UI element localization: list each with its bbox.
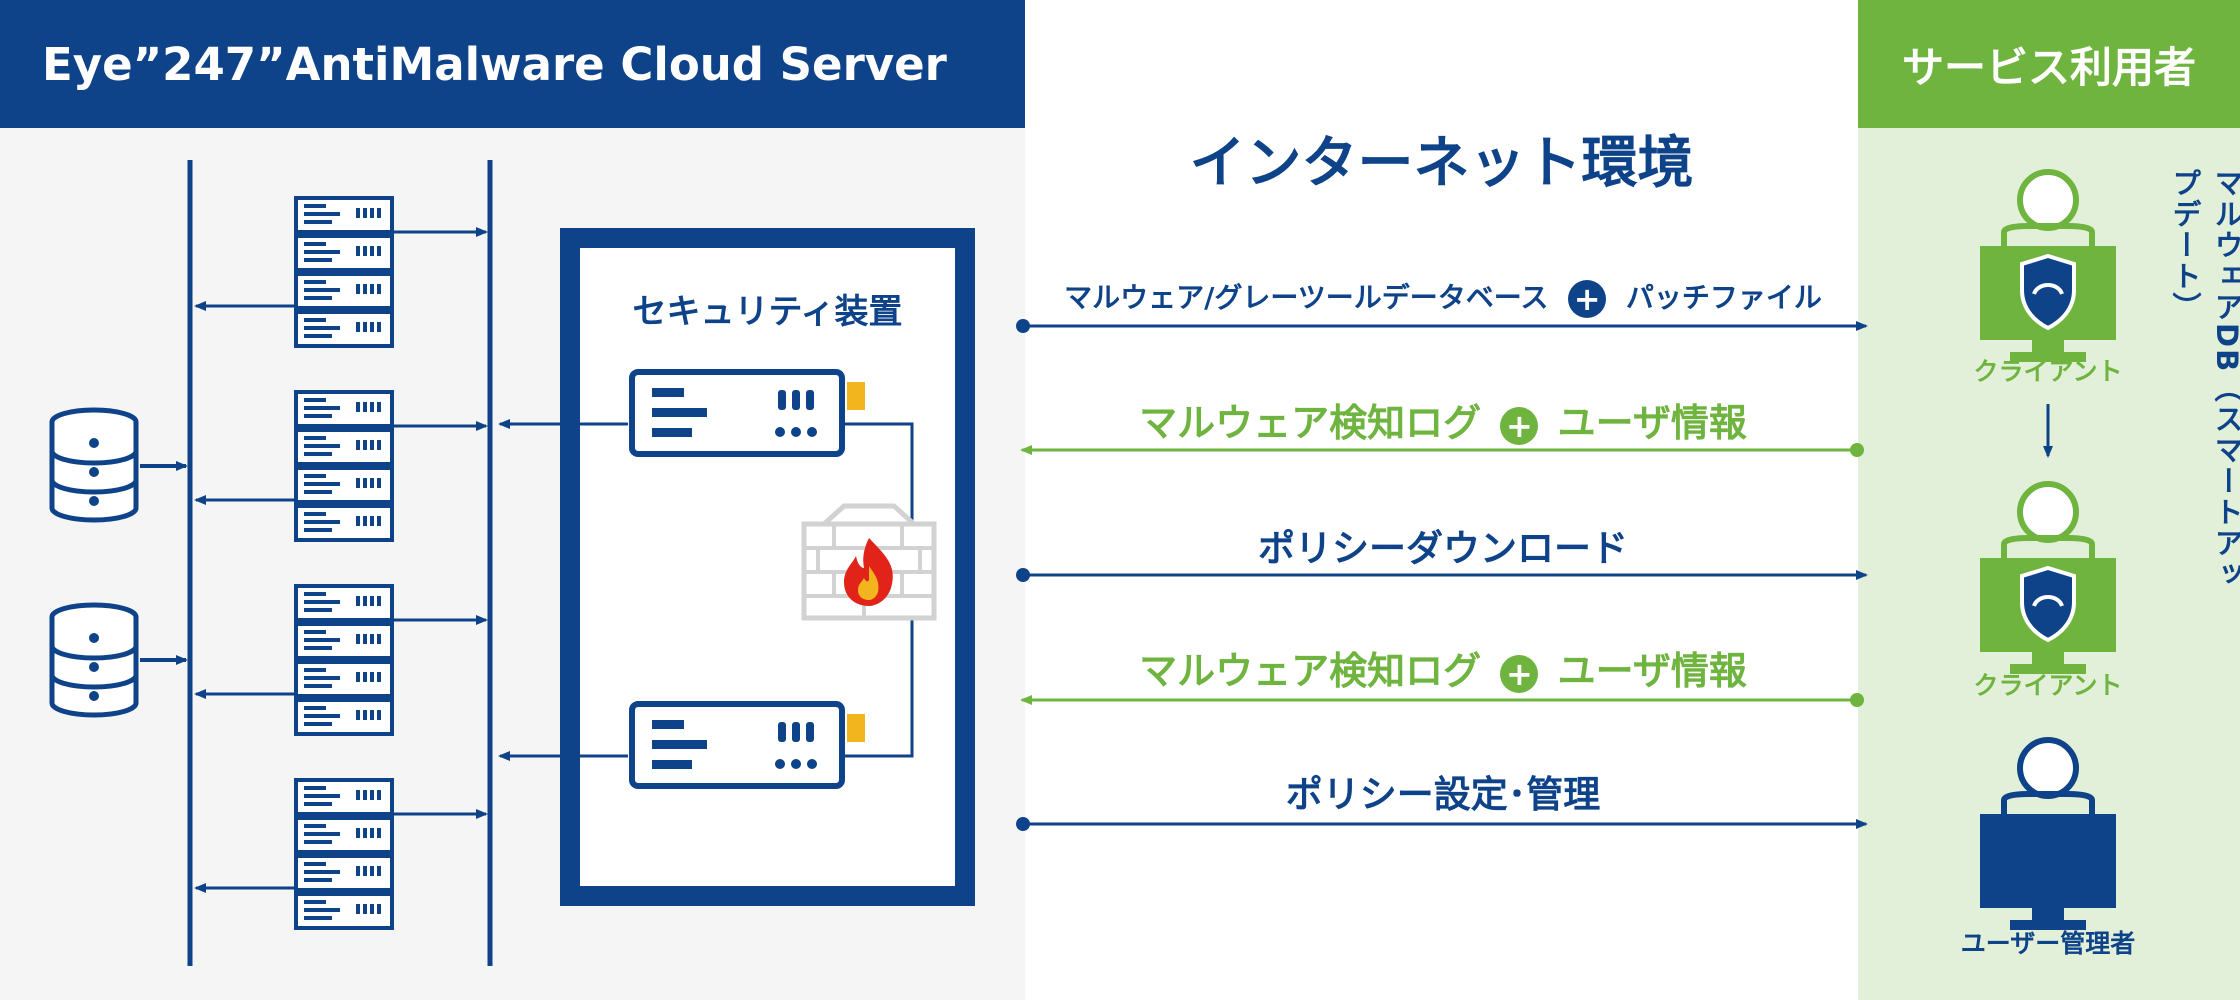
flow-label-part: マルウェア検知ログ <box>1139 649 1482 693</box>
service-user-title: サービス利用者 <box>1901 42 2196 92</box>
flow-line <box>1020 443 1864 457</box>
flow-label-db-patch: マルウェア/グレーツールデータベース + パッチファイル <box>1023 276 1863 318</box>
server-rack-icon <box>294 390 394 542</box>
server-rack-icon <box>294 584 394 736</box>
flow-label-part: パッチファイル <box>1625 281 1822 314</box>
database-icon <box>49 602 139 718</box>
user-monitor-shield-icon <box>1980 169 2116 362</box>
user-monitor-icon <box>1980 737 2116 930</box>
plus-icon: + <box>1568 280 1607 318</box>
user-monitor-shield-icon <box>1980 481 2116 674</box>
cloud-server-title: Eye”247”AntiMalware Cloud Server <box>42 37 947 91</box>
flow-label-part: ユーザ情報 <box>1557 401 1747 445</box>
flow-line <box>1016 568 1868 582</box>
flow-label-detection-log: マルウェア検知ログ + ユーザ情報 <box>1023 640 1863 695</box>
security-appliance-title: セキュリティ装置 <box>632 292 903 332</box>
flow-line <box>1016 817 1868 831</box>
flow-label-part: ユーザ情報 <box>1557 649 1747 693</box>
database-icon <box>49 407 139 523</box>
network-appliance-icon <box>629 701 865 789</box>
admin-label: ユーザー管理者 <box>1960 929 2136 958</box>
client-label: クライアント <box>1973 357 2123 386</box>
service-user-header: サービス利用者 <box>1858 0 2240 128</box>
flow-label-policy-download: ポリシーダウンロード <box>1258 527 1628 570</box>
flow-line <box>1020 693 1864 707</box>
firewall-icon <box>801 503 937 621</box>
plus-icon: + <box>1500 406 1539 445</box>
flow-label-part: マルウェア検知ログ <box>1139 401 1482 445</box>
flow-line <box>1016 319 1868 333</box>
flow-label-policy-management: ポリシー設定･管理 <box>1285 773 1601 816</box>
plus-icon: + <box>1500 654 1539 693</box>
smart-update-note: マルウェアDB（スマートアップデート） <box>2168 168 2240 591</box>
server-rack-icon <box>294 778 394 930</box>
flow-label-detection-log: マルウェア検知ログ + ユーザ情報 <box>1023 392 1863 447</box>
server-rack-icon <box>294 196 394 348</box>
flow-label-part: マルウェア/グレーツールデータベース <box>1064 281 1549 314</box>
internet-environment-title: インターネット環境 <box>1189 131 1694 196</box>
client-label: クライアント <box>1973 671 2123 700</box>
network-appliance-icon <box>629 369 865 457</box>
cloud-server-header: Eye”247”AntiMalware Cloud Server <box>0 0 1025 128</box>
